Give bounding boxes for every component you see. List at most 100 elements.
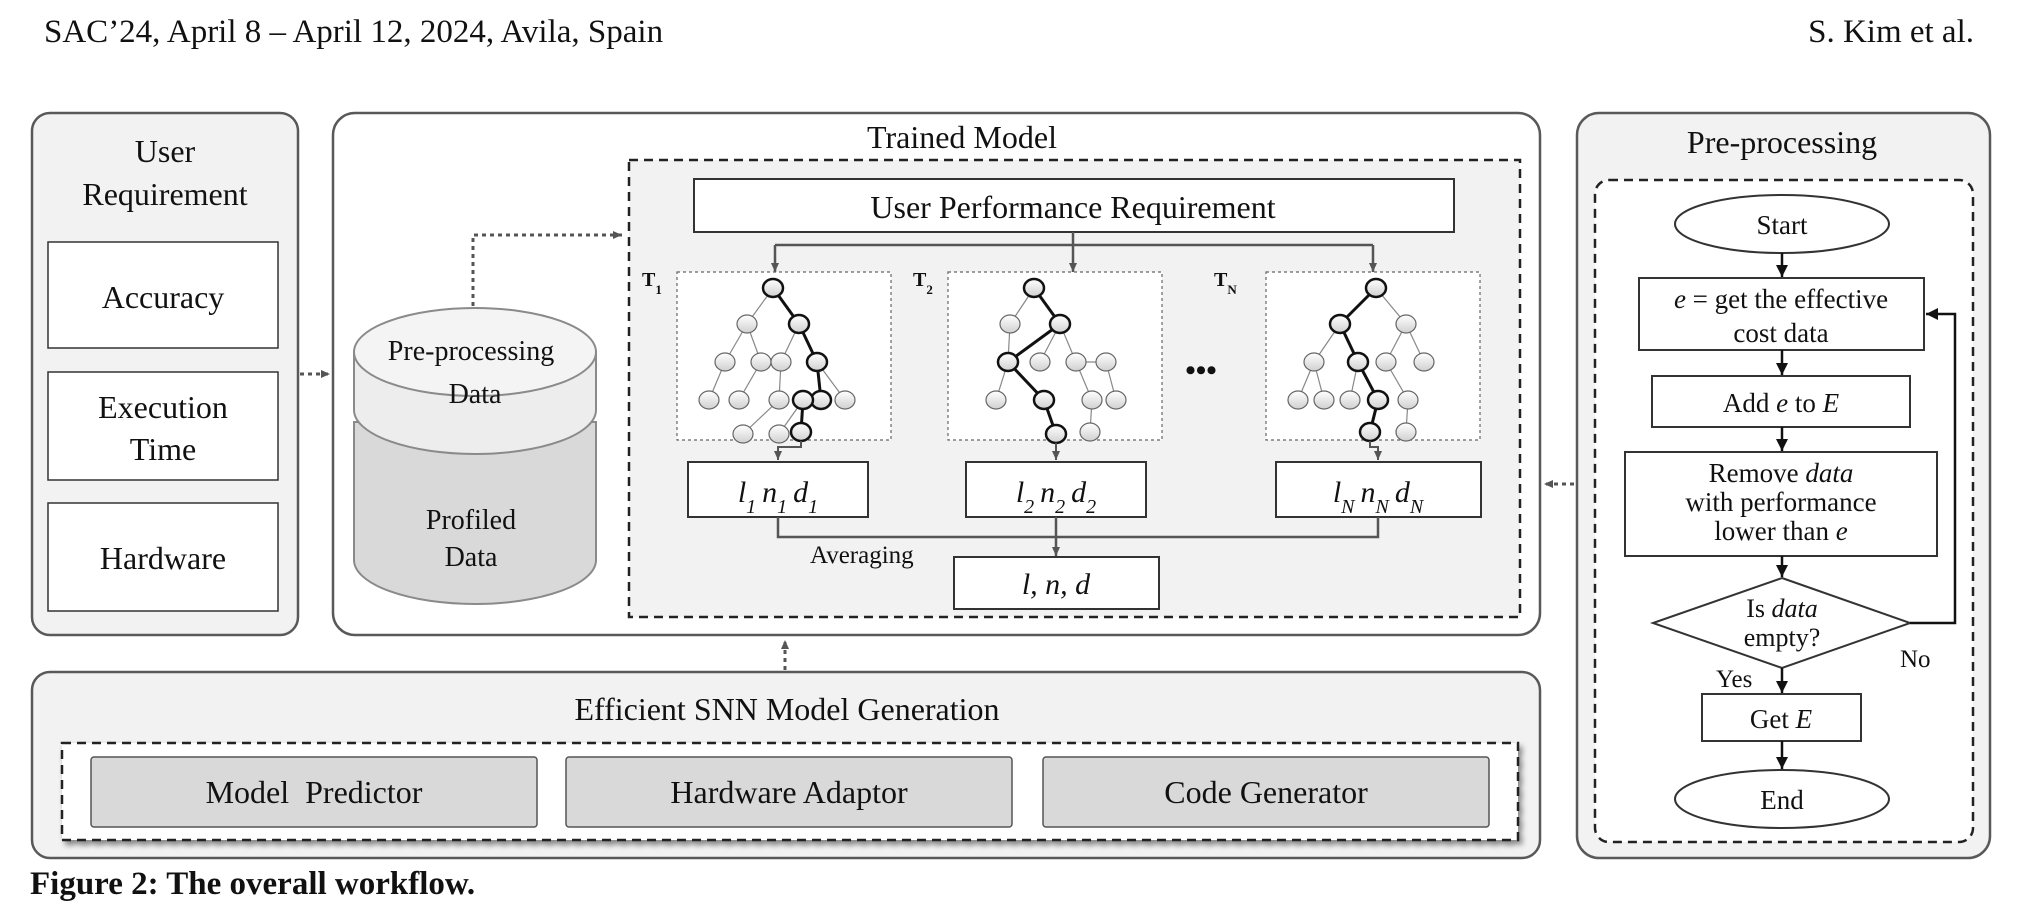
tree-node [770, 352, 792, 372]
hardware-adaptor-box [565, 756, 1013, 828]
flow-step-effective-cost-line1: e = get the effective [1674, 284, 1888, 314]
tree-node [1364, 277, 1388, 299]
flow-step-remove-line3: lower than e [1714, 516, 1847, 546]
tree-node [698, 390, 720, 410]
execution-time-box [47, 371, 279, 481]
tree-node [1413, 352, 1435, 372]
tree-node [985, 390, 1007, 410]
tree-node [714, 352, 736, 372]
header-venue: SAC’24, April 8 – April 12, 2024, Avila,… [44, 14, 664, 50]
flow-start-label: Start [1757, 210, 1808, 240]
tree-label-2: T2 [913, 269, 933, 297]
db-bottom-label-1: Profiled [426, 505, 516, 536]
accuracy-label: Accuracy [102, 279, 225, 315]
trained-model-title: Trained Model [867, 119, 1057, 155]
user-performance-requirement-box [693, 178, 1455, 233]
tree-node [768, 390, 790, 410]
tree-node [1366, 389, 1390, 411]
averaging-label: Averaging [810, 542, 914, 569]
model-predictor-label: Model Predictor [206, 774, 423, 810]
hardware-adaptor-label: Hardware Adaptor [670, 774, 908, 810]
tree-node [736, 314, 758, 334]
tree-node [1029, 352, 1051, 372]
flow-step-effective-cost-line2: cost data [1733, 318, 1828, 348]
flow-no-label: No [1900, 646, 1931, 673]
tree-node [791, 389, 815, 411]
accuracy-box [47, 241, 279, 349]
requirement-fanout [771, 232, 1377, 272]
tree-label-n: TN [1214, 269, 1237, 297]
preprocessing-title: Pre-processing [1687, 124, 1877, 160]
db-top-label-2: Data [449, 379, 502, 410]
tree-node [1065, 352, 1087, 372]
tree-node [1346, 351, 1370, 373]
hardware-label: Hardware [100, 540, 226, 576]
tree-connector [1369, 441, 1382, 460]
tree-node [1081, 390, 1103, 410]
tree-node [1375, 352, 1397, 372]
figure-caption: Figure 2: The overall workflow. [30, 866, 476, 902]
tree-node [768, 424, 790, 444]
tree-node [1105, 390, 1127, 410]
tree-node [1022, 277, 1046, 299]
tree-node [1079, 422, 1101, 442]
flow-step-remove [1624, 451, 1938, 557]
flow-end [1674, 769, 1890, 829]
decision-trees [698, 277, 1435, 460]
arrow-db-to-model [471, 231, 622, 306]
tree-node [1358, 421, 1382, 443]
flow-decision-line2: empty? [1744, 623, 1821, 652]
db-bottom-label-2: Data [445, 542, 498, 573]
code-generator-box [1042, 756, 1490, 828]
execution-time-label-2: Time [130, 431, 196, 467]
tree-result-box-2 [965, 461, 1147, 518]
final-result-label: l, n, d [1022, 568, 1091, 601]
flow-step-add-label: Add e to E [1723, 388, 1840, 418]
tree-node [1095, 352, 1117, 372]
tree-node [1032, 389, 1056, 411]
trees-ellipsis: ••• [1185, 354, 1217, 387]
final-result-box [953, 556, 1160, 610]
tree-node [999, 314, 1021, 334]
execution-time-label-1: Execution [98, 389, 228, 425]
flow-step-get-label: Get E [1750, 704, 1813, 734]
tree-node [789, 421, 813, 443]
flow-step-get [1701, 693, 1862, 742]
averaging-lines [776, 517, 1380, 556]
tree-node [1303, 352, 1325, 372]
tree-node [834, 390, 856, 410]
user-performance-requirement-label: User Performance Requirement [870, 189, 1275, 225]
tree-frame-2 [947, 271, 1163, 441]
db-top-label-1: Pre-processing [388, 336, 554, 367]
flow-yes-label: Yes [1716, 666, 1752, 693]
flow-decision-line1: Is data [1746, 594, 1818, 623]
tree-node [1287, 390, 1309, 410]
tree-node [787, 313, 811, 335]
flow-step-effective-cost [1638, 277, 1925, 351]
code-generator-label: Code Generator [1164, 774, 1368, 810]
generation-panel: Efficient SNN Model Generation Model Pre… [30, 670, 1542, 860]
tree-node [1313, 390, 1335, 410]
user-requirement-title-1: User [135, 133, 196, 169]
tree-result-box-1 [687, 461, 869, 518]
flow-end-label: End [1760, 785, 1804, 815]
user-requirement-panel: User Requirement Accuracy Execution Time… [30, 111, 300, 637]
generation-title: Efficient SNN Model Generation [574, 691, 999, 727]
flow-step-remove-line1: Remove data [1709, 458, 1854, 488]
flow-step-add [1651, 375, 1911, 428]
hardware-box [47, 502, 279, 612]
model-predictor-box [90, 756, 538, 828]
tree-node [1328, 313, 1352, 335]
tree-node [750, 352, 772, 372]
user-requirement-title-2: Requirement [82, 176, 247, 212]
database-cylinder: Pre-processing Data Profiled Data [353, 307, 597, 605]
tree-node [996, 351, 1020, 373]
header-authors: S. Kim et al. [1808, 14, 1974, 50]
tree-node [1048, 313, 1072, 335]
tree-node [1397, 390, 1419, 410]
